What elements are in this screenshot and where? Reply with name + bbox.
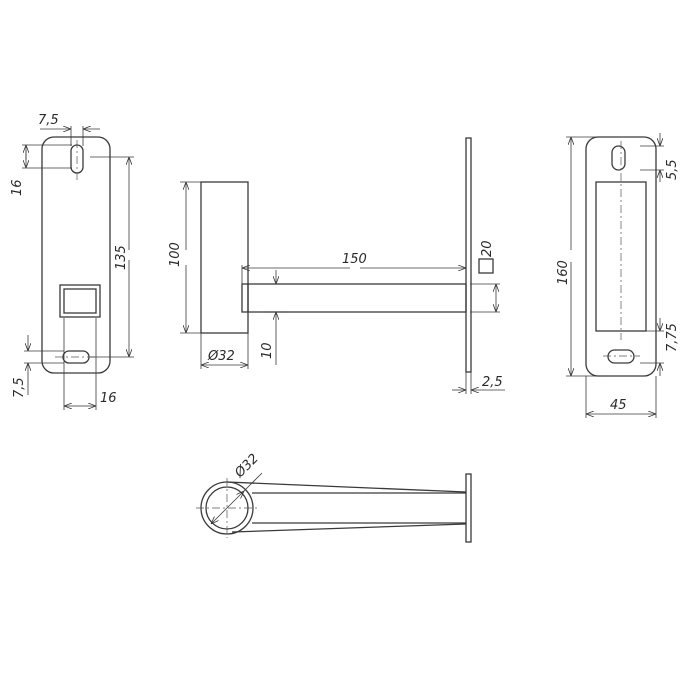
front-plate-square-inner: [63, 288, 97, 314]
side-arm-tube: [241, 283, 467, 313]
dim-side-plate-thickness: 2,5: [482, 375, 503, 390]
dim-front-height: 135: [114, 245, 129, 270]
dim-front-square-width: 16: [100, 391, 117, 406]
dim-end-plate-height: 160: [556, 260, 571, 285]
dim-end-bottom-gap: 7,75: [665, 323, 680, 352]
square-section-symbol: [478, 258, 494, 274]
dim-front-slot-offset: 16: [10, 179, 25, 196]
dim-side-arm-length: 150: [342, 252, 367, 267]
dim-top-ring-diameter: Ø32: [232, 451, 262, 481]
end-plate-window: [595, 181, 647, 332]
top-view: Ø32: [196, 451, 472, 543]
dim-side-tube-diameter: Ø32: [207, 349, 235, 364]
dim-end-plate-width: 45: [610, 398, 627, 413]
front-plate-view: 7,5 16 135 7,5 16: [10, 113, 134, 410]
end-plate-top-slot: [611, 145, 626, 171]
front-plate-square-hole: [59, 284, 101, 318]
front-plate-outline: [41, 136, 111, 374]
dim-front-bottom-slot: 7,5: [12, 377, 27, 398]
end-plate-bottom-slot: [607, 349, 635, 364]
dim-side-square-section: 20: [480, 240, 495, 257]
dim-side-base-height: 100: [168, 242, 183, 267]
side-base-block: [200, 181, 249, 334]
dim-front-slot-width: 7,5: [38, 113, 59, 128]
top-view-mount-plate: [465, 473, 472, 543]
side-view: 100 150 Ø32 10 20 2,5: [168, 137, 505, 394]
dim-end-top-gap: 5,5: [665, 159, 680, 180]
dim-side-wall: 10: [260, 342, 275, 359]
end-plate-outline: [585, 136, 657, 377]
end-plate-view: 160 5,5 7,75 45: [556, 133, 680, 418]
side-mount-plate: [465, 137, 472, 373]
